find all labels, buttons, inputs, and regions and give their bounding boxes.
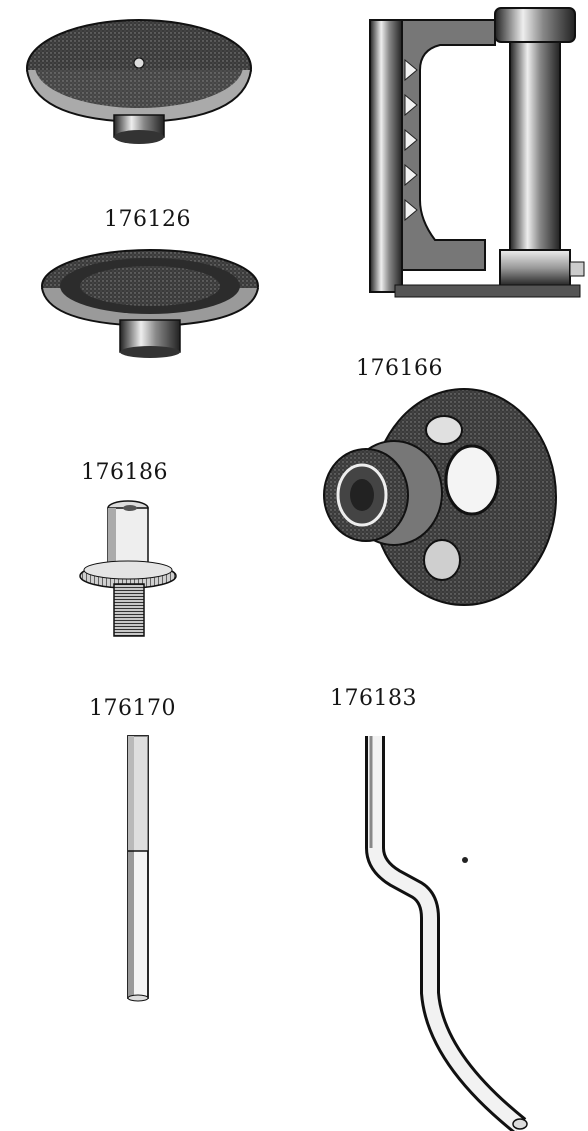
hub-part-176166 [323, 388, 557, 606]
part-number-176183: 176183 [330, 686, 417, 711]
bent-lever-part-176183 [365, 736, 528, 1131]
rod-part-176170 [127, 735, 149, 1002]
part-number-176186: 176186 [81, 460, 168, 485]
part-number-176170: 176170 [89, 696, 176, 721]
stud-part-176186 [79, 500, 177, 637]
disc-part-176126 [41, 249, 259, 358]
frame-bracket-part [369, 7, 585, 298]
part-number-176126: 176126 [104, 207, 191, 232]
disc-part-top [26, 19, 252, 144]
part-number-176166: 176166 [356, 356, 443, 381]
